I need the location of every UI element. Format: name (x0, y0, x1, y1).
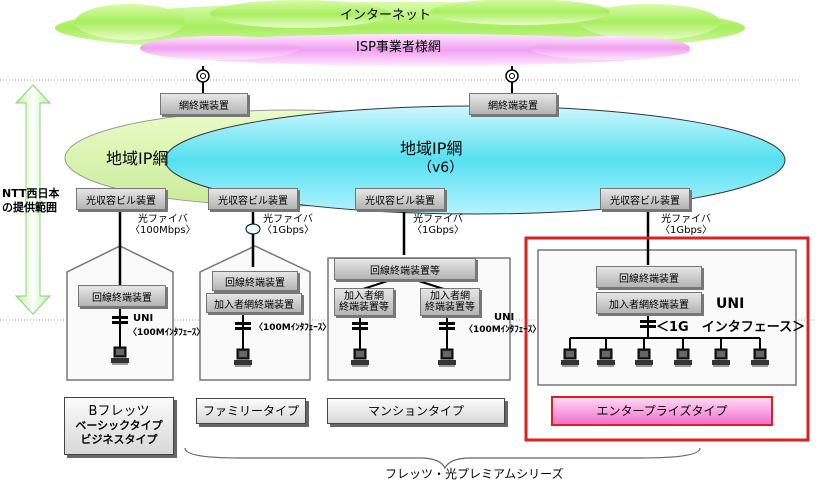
pc-icon (560, 348, 580, 368)
building-device: 光収容ビル装置 (76, 188, 166, 210)
line-terminal: 回線終端装置 (78, 285, 166, 307)
regional-ip-label: 地域IP網 (106, 149, 169, 168)
subscriber-terminal-etc: 加入者網終端装置等 (420, 288, 480, 316)
router-icon (505, 69, 519, 83)
plan-b-flets: Bフレッツ ベーシックタイプ ビジネスタイプ (64, 397, 174, 455)
uni-interface-label: 〈100Mｲﾝﾀﾌｪｰｽ〉 (128, 328, 206, 338)
pc-icon (350, 348, 370, 368)
scope-label-line1: NTT西日本 (2, 187, 60, 200)
fiber-label-4: 光ファイバ〈1Gbps〉 (660, 214, 713, 236)
pc-icon (673, 348, 693, 368)
series-label: フレッツ・光プレミアムシリーズ (385, 467, 564, 481)
pc-icon (596, 348, 616, 368)
uni-label: UNI (494, 312, 515, 323)
scope-arrow (14, 84, 52, 315)
pc-icon (634, 348, 654, 368)
fiber-label-2: 光ファイバ〈1Gbps〉 (262, 214, 315, 236)
network-terminal: 網終端装置 (160, 93, 248, 115)
internet-label: インターネット (340, 8, 432, 23)
fiber-label-1: 光ファイバ〈100Mbps〉 (130, 214, 196, 236)
building-device: 光収容ビル装置 (208, 188, 298, 210)
splitter-icon (245, 223, 261, 235)
line-terminal-etc: 回線終端装置等 (334, 258, 476, 280)
series-brace (184, 447, 701, 470)
plan-family: ファミリータイプ (196, 398, 306, 424)
line-terminal: 回線終端装置 (212, 271, 298, 291)
isp-cloud (140, 34, 690, 66)
router-icon (196, 69, 210, 83)
subscriber-terminal-etc: 加入者網終端装置等 (334, 288, 394, 316)
plan-mansion: マンションタイプ (327, 398, 505, 424)
regional-ip-v6-suffix: （v6） (418, 160, 464, 176)
pc-icon (110, 346, 130, 366)
building-device: 光収容ビル装置 (355, 188, 445, 210)
uni-interface-label: 〈100Mｲﾝﾀﾌｪｰｽ〉 (254, 323, 332, 333)
line-terminal: 回線終端装置 (596, 266, 702, 288)
enterprise-highlight (524, 236, 810, 442)
scope-label-line2: の提供範囲 (2, 201, 57, 214)
uni-1g-interface-label: ＜1G インタフェース＞ (656, 320, 806, 335)
uni-big-label: UNI (716, 296, 745, 312)
uni-interface-label: 〈100Mｲﾝﾀﾌｪｰｽ〉 (464, 325, 542, 335)
pc-icon (233, 348, 253, 368)
house-outline (199, 245, 311, 381)
pc-icon (437, 348, 457, 368)
pc-icon (711, 348, 731, 368)
plan-enterprise: エンタープライズタイプ (551, 396, 773, 426)
network-terminal: 網終端装置 (469, 93, 557, 115)
subscriber-terminal: 加入者網終端装置 (206, 293, 302, 313)
building-device: 光収容ビル装置 (600, 188, 690, 210)
fiber-label-3: 光ファイバ〈1Gbps〉 (412, 214, 465, 236)
pc-icon (750, 348, 770, 368)
subscriber-terminal: 加入者網終端装置 (596, 292, 702, 314)
isp-network-label: ISP事業者様網 (356, 40, 441, 55)
uni-label: UNI (133, 313, 154, 324)
regional-ip-v6-label: 地域IP網 (400, 139, 463, 158)
